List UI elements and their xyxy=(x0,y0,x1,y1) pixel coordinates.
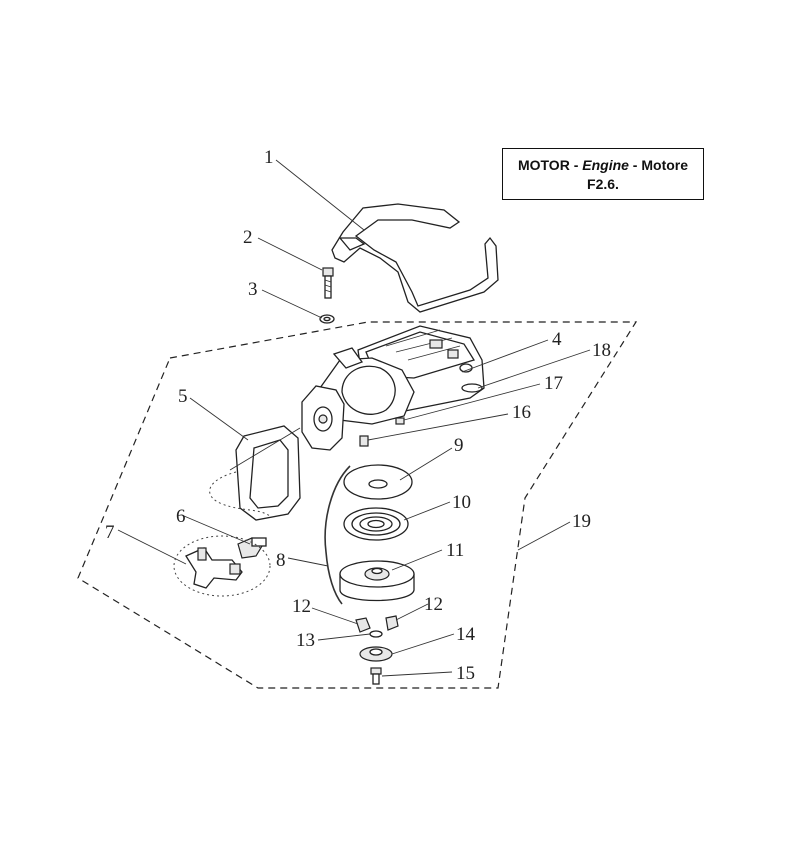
leader-13 xyxy=(317,633,371,641)
part-11-pulley xyxy=(339,560,415,602)
callout-12-left: 12 xyxy=(292,596,311,617)
leader-7 xyxy=(117,529,187,565)
part-2-bolt xyxy=(322,267,334,299)
leader-4 xyxy=(461,339,549,373)
leader-10 xyxy=(403,501,451,521)
callout-3: 3 xyxy=(248,279,258,300)
leader-8 xyxy=(287,557,329,567)
part-14-pawl-guide xyxy=(359,646,393,662)
callout-15: 15 xyxy=(456,663,475,684)
part-5-filter-frame xyxy=(229,425,301,521)
part-4-engine-body xyxy=(301,325,485,451)
callout-10: 10 xyxy=(452,492,471,513)
callout-13: 13 xyxy=(296,630,315,651)
part-12-pawl-left xyxy=(355,617,371,633)
diagram-title-box: MOTOR - Engine - Motore F2.6. xyxy=(502,148,704,200)
callout-2: 2 xyxy=(243,227,253,248)
callout-12-right: 12 xyxy=(424,594,443,615)
leader-16 xyxy=(367,413,509,441)
leader-3 xyxy=(261,289,323,319)
diagram-title: MOTOR - Engine - Motore xyxy=(503,156,703,175)
callout-5: 5 xyxy=(178,386,188,407)
leader-18 xyxy=(477,349,591,389)
leader-6 xyxy=(183,515,251,545)
part-13-spring xyxy=(369,630,383,638)
callout-6: 6 xyxy=(176,506,186,527)
part-3-washer xyxy=(319,314,335,324)
figure-code: F2.6. xyxy=(587,176,619,192)
leader-11 xyxy=(391,549,443,571)
part-1-handle xyxy=(331,203,499,313)
part-17-clip xyxy=(395,417,405,425)
part-16-bushing xyxy=(359,435,369,447)
part-8-pull-cord xyxy=(324,465,351,605)
leader-19 xyxy=(517,521,571,551)
title-engine: Engine xyxy=(582,157,629,173)
leader-5 xyxy=(189,397,249,441)
callout-14: 14 xyxy=(456,624,476,645)
leader-17 xyxy=(403,383,541,421)
callout-8: 8 xyxy=(276,550,286,571)
part-15-screw xyxy=(370,667,382,685)
leader-15 xyxy=(381,671,453,677)
leader-12-right xyxy=(395,603,429,621)
part-12-pawl-right xyxy=(385,615,399,631)
callout-18: 18 xyxy=(592,340,611,361)
part-7-throttle-lever xyxy=(173,535,271,597)
part-6-primer-valve xyxy=(237,537,267,559)
assembly-boundary-19 xyxy=(77,321,638,689)
part-18-o-ring xyxy=(461,383,483,393)
leader-14 xyxy=(391,633,455,655)
leader-2 xyxy=(257,237,323,271)
leader-9 xyxy=(399,447,453,481)
callout-11: 11 xyxy=(446,540,464,561)
title-motor: MOTOR - xyxy=(517,157,583,173)
callout-4: 4 xyxy=(552,329,562,350)
part-9-spring-cover xyxy=(343,464,413,500)
callout-19: 19 xyxy=(572,511,591,532)
callout-9: 9 xyxy=(454,435,464,456)
title-motore: - Motore xyxy=(628,157,689,173)
part-10-recoil-spring xyxy=(343,507,409,541)
callout-7: 7 xyxy=(105,522,115,543)
callout-17: 17 xyxy=(544,373,563,394)
callout-1: 1 xyxy=(264,147,274,168)
leader-1 xyxy=(275,159,365,231)
callout-16: 16 xyxy=(512,402,531,423)
fuel-line-dotted xyxy=(209,471,271,517)
leader-12-left xyxy=(311,607,359,625)
